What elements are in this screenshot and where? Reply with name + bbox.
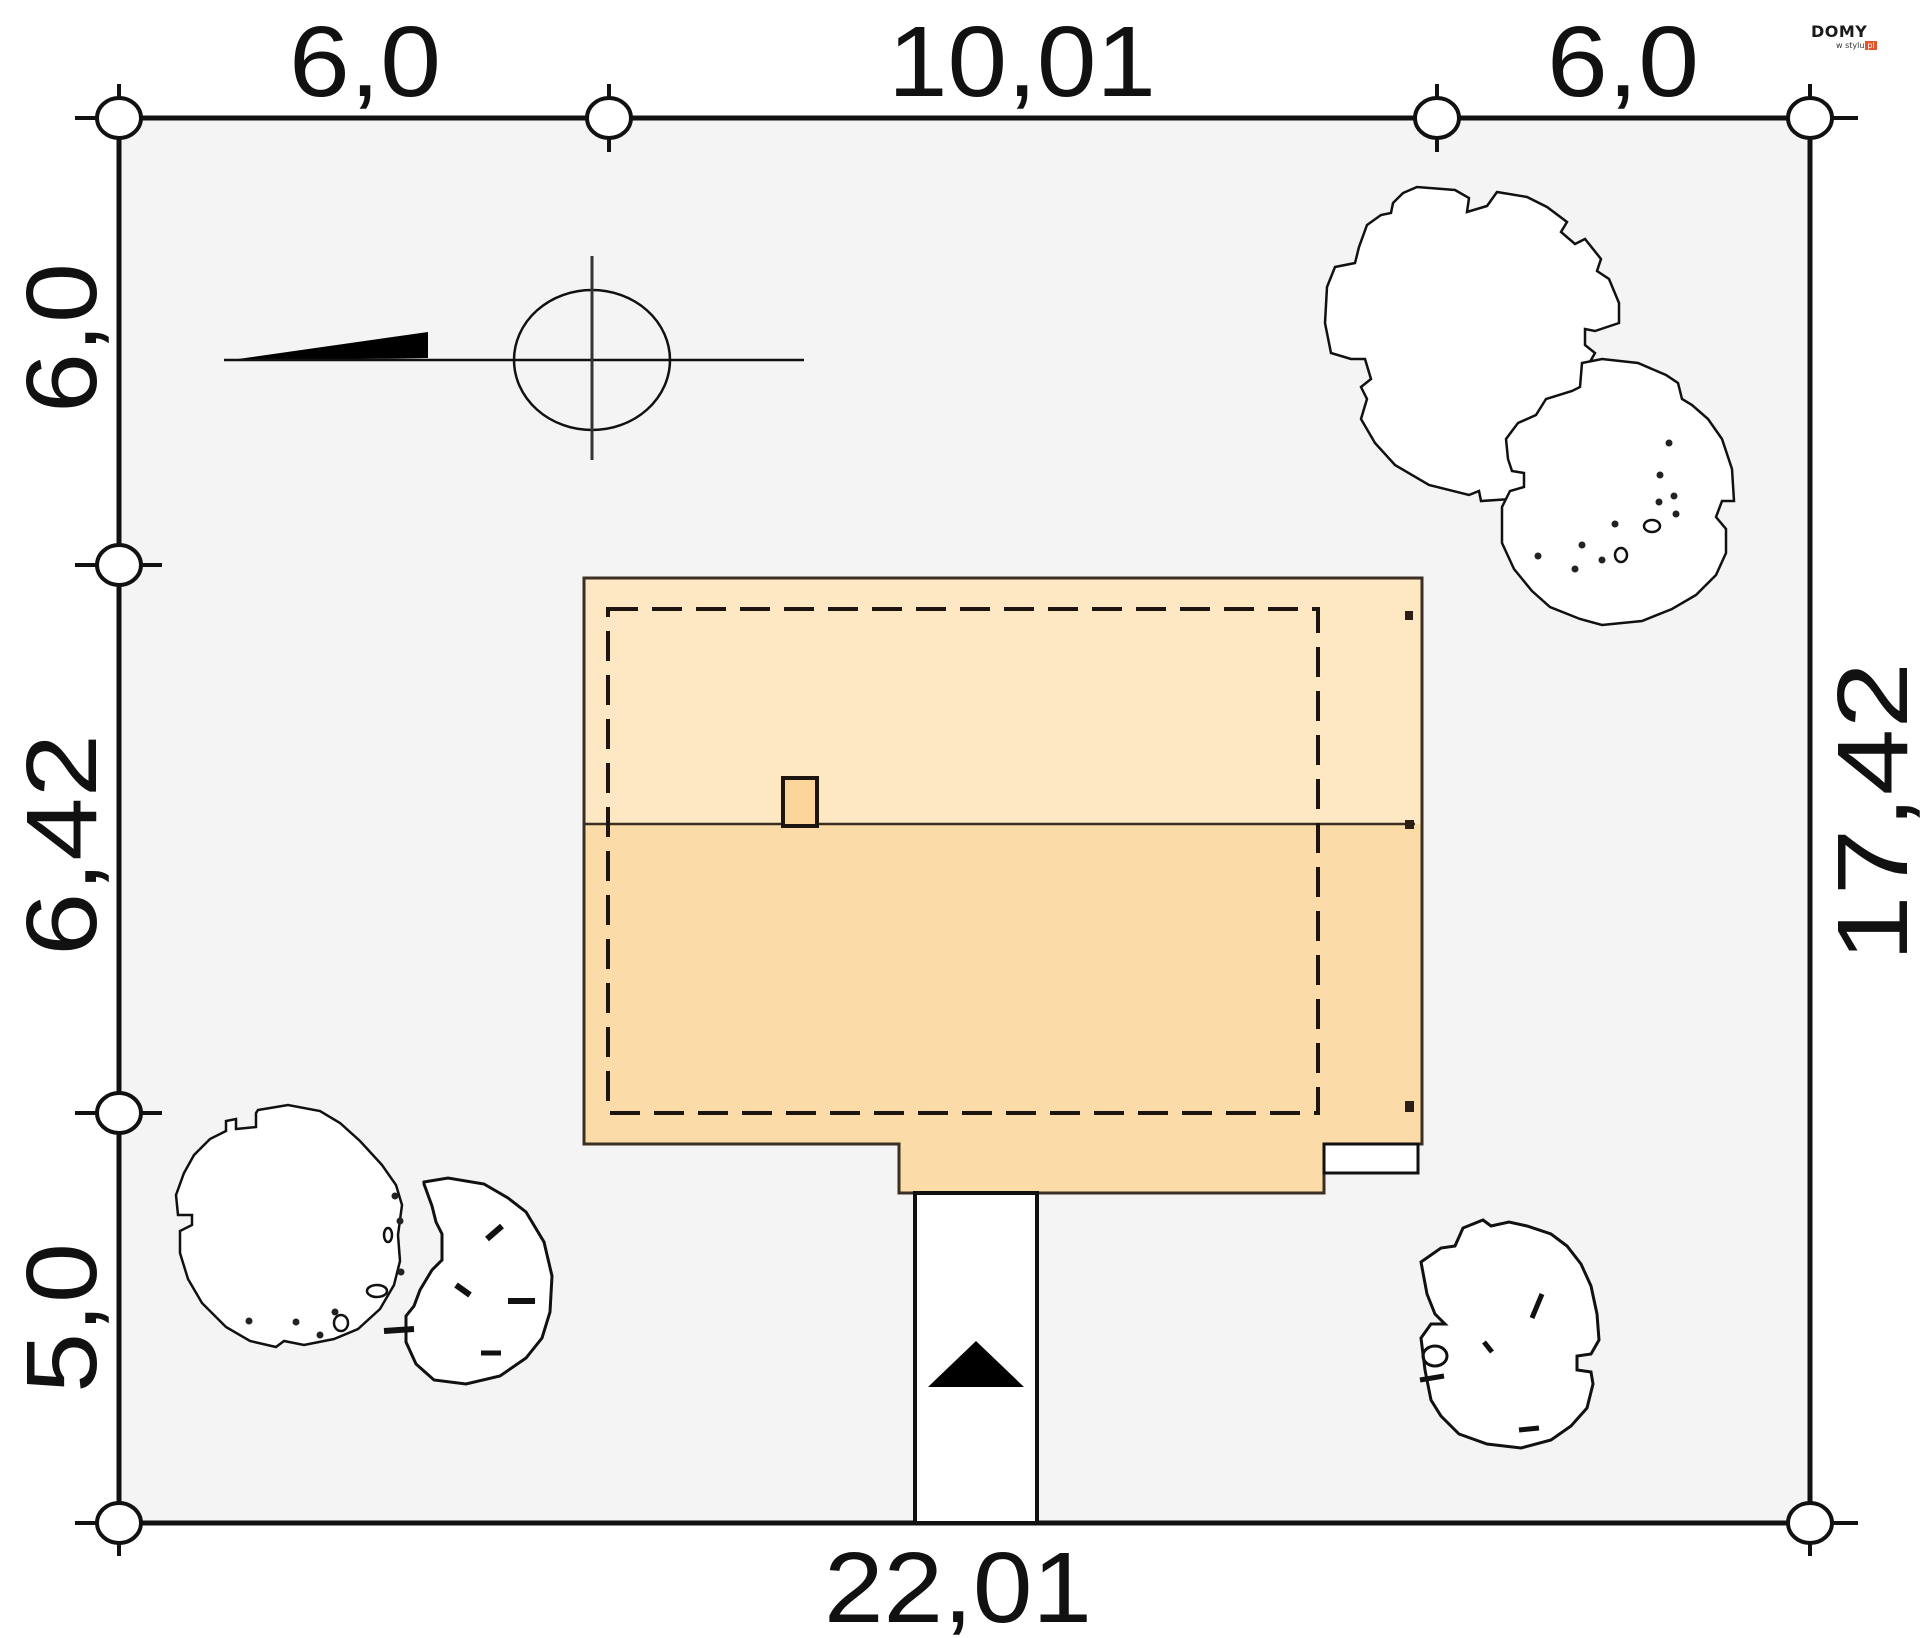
roof-marker <box>1405 1101 1414 1112</box>
dim-left-top: 6,0 <box>6 263 118 413</box>
logo-sub-label: w stylu <box>1836 41 1865 50</box>
tree-bottom-left-1 <box>174 1103 405 1349</box>
logo-main-text: DOMY <box>1811 22 1868 41</box>
house <box>582 576 1424 1195</box>
north-arrow-icon <box>224 256 804 460</box>
house-outline <box>582 576 1424 1195</box>
roof-marker <box>1405 820 1414 829</box>
dim-left-bottom: 5,0 <box>6 1243 118 1393</box>
roof-marker <box>1405 611 1413 620</box>
dim-bottom: 22,01 <box>824 1532 1092 1638</box>
entrance-triangle-icon <box>928 1341 1024 1387</box>
dim-top-right: 6,0 <box>1547 6 1699 118</box>
dim-top-left: 6,0 <box>289 6 441 118</box>
tree-bottom-right <box>1419 1218 1601 1450</box>
dim-right: 17,42 <box>1817 662 1920 962</box>
logo-suffix: pl <box>1865 41 1877 50</box>
tree-top-right-2 <box>1500 357 1736 627</box>
house-footprint-dashed <box>606 607 1320 1115</box>
chimney-icon <box>781 776 819 828</box>
dimension-nodes <box>75 84 1858 1556</box>
tree-bottom-left-2 <box>383 1176 554 1386</box>
dim-top-middle: 10,01 <box>888 6 1156 118</box>
house-roof-north <box>584 578 1422 824</box>
house-roof-south <box>584 824 1422 1193</box>
terrace-step <box>1322 1142 1420 1175</box>
dim-left-middle: 6,42 <box>6 734 118 956</box>
